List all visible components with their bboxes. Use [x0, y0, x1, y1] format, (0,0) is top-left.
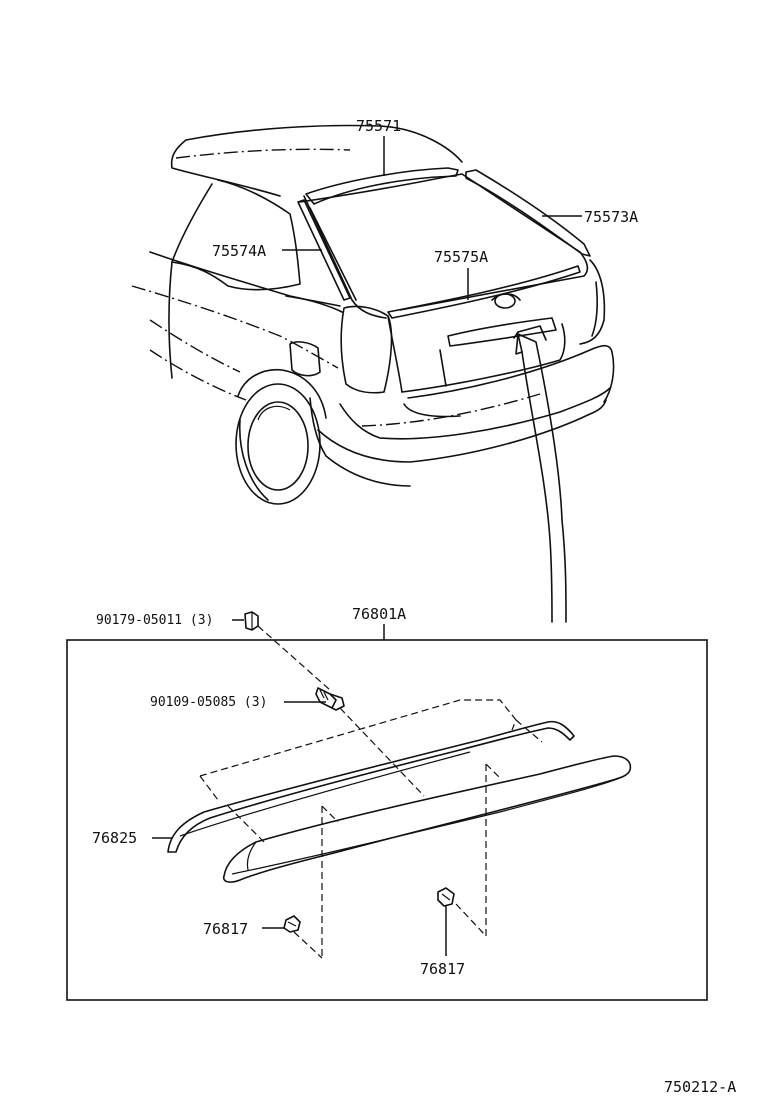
- clip-76817-right: 76817: [420, 887, 465, 978]
- parts-box: 76801A: [66, 605, 708, 1001]
- rear-spoiler: [222, 755, 632, 883]
- part-label-76825: 76825: [92, 829, 137, 847]
- part-label-75571: 75571: [356, 117, 401, 135]
- part-label-76817-left: 76817: [203, 920, 248, 938]
- bolt-90109: 90109-05085 (3): [150, 687, 425, 797]
- screw-90179: 90179-05011 (3): [96, 611, 331, 691]
- part-label-90179-05011: 90179-05011 (3): [96, 613, 213, 628]
- car-illustration: [131, 124, 615, 505]
- pointer-arrow: [515, 333, 567, 623]
- construction-lines: [199, 699, 543, 959]
- clip-76817-left: 76817: [203, 915, 301, 938]
- label-75575A: 75575A: [434, 248, 488, 300]
- part-label-75573A: 75573A: [584, 208, 638, 226]
- part-label-76817-right: 76817: [420, 960, 465, 978]
- reference-code: 750212-A: [664, 1078, 736, 1096]
- part-label-90109-05085: 90109-05085 (3): [150, 695, 267, 710]
- part-label-75574A: 75574A: [212, 242, 266, 260]
- label-75571: 75571: [356, 117, 401, 176]
- label-75574A: 75574A: [212, 242, 322, 260]
- label-75573A: 75573A: [542, 208, 638, 226]
- part-label-75575A: 75575A: [434, 248, 488, 266]
- molding-76825: 76825: [92, 720, 575, 853]
- part-label-76801A: 76801A: [352, 605, 406, 623]
